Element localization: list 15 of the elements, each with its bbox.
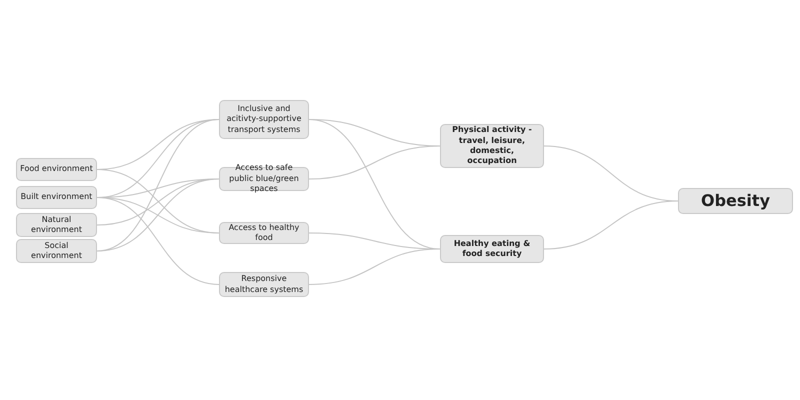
topic-box: Access to healthy food	[219, 222, 309, 244]
connector-line	[96, 197, 220, 285]
topic-box: Food environment	[16, 158, 97, 181]
topic-box: Responsive healthcare systems	[219, 272, 309, 297]
topic-box: Inclusive and acitivty-supportive transport systems	[219, 100, 309, 139]
topic-box: Built environment	[16, 186, 97, 209]
connector-line	[308, 146, 440, 180]
topic-box: Healthy eating & food security	[440, 235, 544, 263]
topic-box: Natural environment	[16, 213, 97, 237]
topic-box: Social environment	[16, 239, 97, 263]
connector-line	[308, 248, 440, 285]
topic-box: Physical activity -travel, leisure, domestic, occupation	[440, 124, 544, 168]
topic-box: Obesity	[678, 188, 793, 214]
connector-line	[544, 200, 678, 250]
connector-line	[96, 178, 220, 252]
